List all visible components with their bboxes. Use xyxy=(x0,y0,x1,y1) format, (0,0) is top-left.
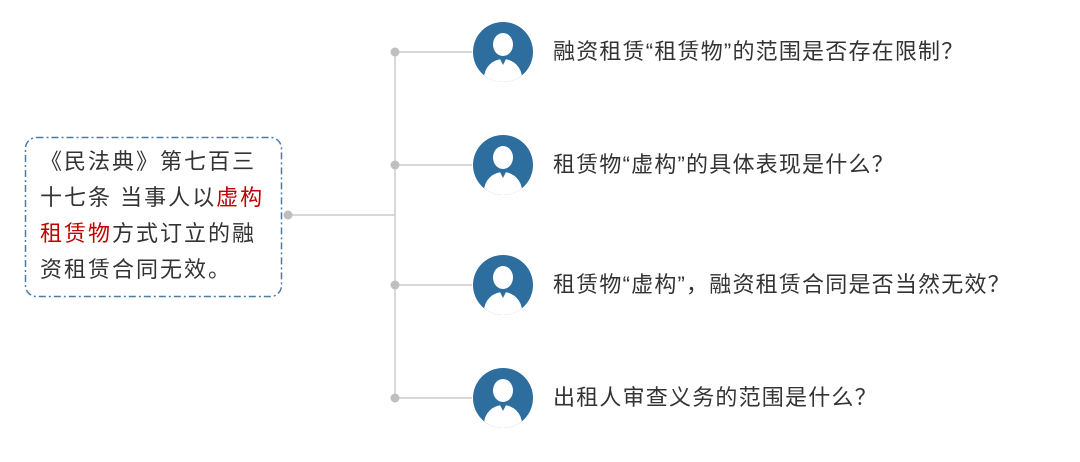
root-statement-text: 《民法典》第七百三 xyxy=(40,149,257,174)
branch-connector-dot xyxy=(390,47,400,57)
branch-connector-dot xyxy=(390,280,400,290)
user-avatar-icon xyxy=(473,368,533,428)
root-connector-dot xyxy=(283,210,293,220)
root-statement-line: 十七条 当事人以虚构 xyxy=(40,180,276,216)
avatar-collar xyxy=(499,170,507,178)
branch-connector-dot xyxy=(390,160,400,170)
avatar-body xyxy=(484,172,522,195)
branch-connector-dot xyxy=(390,393,400,403)
avatar-collar xyxy=(499,290,507,298)
root-statement-line: 《民法典》第七百三 xyxy=(40,144,276,180)
avatar-head xyxy=(493,33,513,56)
avatar-head xyxy=(493,379,513,402)
root-statement-text: 十七条 当事人以 xyxy=(40,185,217,210)
root-statement-highlight: 虚构 xyxy=(216,185,265,210)
root-box-border xyxy=(24,136,283,298)
root-statement: 《民法典》第七百三 十七条 当事人以虚构 租赁物方式订立的融 资租赁合同无效。 xyxy=(40,144,276,288)
user-avatar-icon xyxy=(473,22,533,82)
avatar-body xyxy=(484,59,522,82)
avatar-collar xyxy=(499,403,507,411)
avatar-head xyxy=(493,266,513,289)
root-statement-line: 租赁物方式订立的融 xyxy=(40,216,276,252)
root-statement-text: 方式订立的融 xyxy=(112,221,257,246)
avatar-body xyxy=(484,405,522,428)
branch-question: 融资租赁“租赁物”的范围是否存在限制？ xyxy=(553,39,965,64)
root-statement-highlight: 租赁物 xyxy=(40,221,113,246)
root-statement-text: 资租赁合同无效。 xyxy=(40,257,233,282)
branch-question: 租赁物“虚构”的具体表现是什么？ xyxy=(553,152,895,177)
branch-question: 出租人审查义务的范围是什么？ xyxy=(553,385,878,410)
branch-question: 租赁物“虚构”，融资租赁合同是否当然无效？ xyxy=(553,272,1011,297)
user-avatar-icon xyxy=(473,255,533,315)
root-statement-line: 资租赁合同无效。 xyxy=(40,252,276,288)
avatar-body xyxy=(484,292,522,315)
avatar-collar xyxy=(499,57,507,65)
avatar-head xyxy=(493,146,513,169)
user-avatar-icon xyxy=(473,135,533,195)
